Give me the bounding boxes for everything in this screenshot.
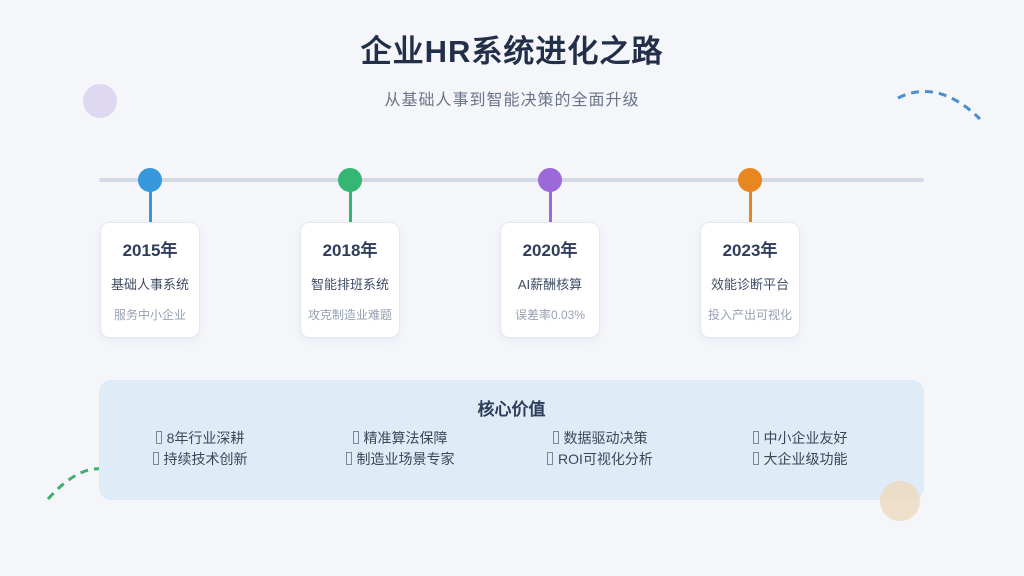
core-values-column-2: 精准算法保障 制造业场景专家 bbox=[300, 428, 500, 470]
decor-dashed-arc-bottom-left-icon bbox=[46, 467, 124, 500]
core-value-item: 制造业场景专家 bbox=[300, 449, 500, 470]
bullet-glyph-icon bbox=[152, 452, 159, 465]
core-value-item: ROI可视化分析 bbox=[500, 449, 700, 470]
core-value-item: 数据驱动决策 bbox=[500, 428, 700, 449]
milestone-card-4: 2023年 效能诊断平台 投入产出可视化 bbox=[700, 222, 800, 338]
bullet-glyph-icon bbox=[345, 452, 352, 465]
milestone-card-3: 2020年 AI薪酬核算 误差率0.03% bbox=[500, 222, 600, 338]
milestone-note: 攻克制造业难题 bbox=[307, 308, 392, 322]
core-values-panel: 核心价值 8年行业深耕 持续技术创新 精准算法保障 制造业场景专家 数据驱动决策… bbox=[99, 380, 924, 500]
timeline-line bbox=[99, 178, 924, 182]
core-value-item: 8年行业深耕 bbox=[100, 428, 300, 449]
core-value-item: 大企业级功能 bbox=[700, 449, 900, 470]
bullet-glyph-icon bbox=[752, 431, 759, 444]
decor-circle-peach-icon bbox=[880, 481, 920, 521]
milestone-name: AI薪酬核算 bbox=[517, 277, 583, 292]
core-value-item: 中小企业友好 bbox=[700, 428, 900, 449]
milestone-note: 服务中小企业 bbox=[113, 308, 186, 322]
bullet-glyph-icon bbox=[155, 431, 162, 444]
timeline-stem bbox=[148, 186, 152, 222]
milestone-year: 2020年 bbox=[522, 241, 578, 260]
core-values-column-1: 8年行业深耕 持续技术创新 bbox=[100, 428, 300, 470]
timeline-stem bbox=[748, 186, 752, 222]
milestone-year: 2018年 bbox=[322, 241, 378, 260]
core-value-item: 持续技术创新 bbox=[100, 449, 300, 470]
timeline-dot-icon bbox=[538, 168, 562, 192]
milestone-year: 2023年 bbox=[722, 241, 778, 260]
page-title: 企业HR系统进化之路 bbox=[360, 34, 664, 69]
milestone-note: 投入产出可视化 bbox=[707, 308, 792, 322]
core-values-column-4: 中小企业友好 大企业级功能 bbox=[700, 428, 900, 470]
timeline-dot-icon bbox=[338, 168, 362, 192]
milestone-card-2: 2018年 智能排班系统 攻克制造业难题 bbox=[300, 222, 400, 338]
decor-circle-lavender-icon bbox=[83, 84, 117, 118]
milestone-year: 2015年 bbox=[122, 241, 178, 260]
bullet-glyph-icon bbox=[547, 452, 554, 465]
timeline-dot-icon bbox=[738, 168, 762, 192]
bullet-glyph-icon bbox=[552, 431, 559, 444]
timeline-stem bbox=[348, 186, 352, 222]
bullet-glyph-icon bbox=[352, 431, 359, 444]
milestone-name: 基础人事系统 bbox=[110, 277, 189, 292]
core-values-column-3: 数据驱动决策 ROI可视化分析 bbox=[500, 428, 700, 470]
timeline-stem bbox=[548, 186, 552, 222]
milestone-note: 误差率0.03% bbox=[514, 308, 586, 322]
page-subtitle: 从基础人事到智能决策的全面升级 bbox=[384, 92, 640, 109]
milestone-name: 效能诊断平台 bbox=[710, 277, 789, 292]
bullet-glyph-icon bbox=[752, 452, 759, 465]
milestone-name: 智能排班系统 bbox=[310, 277, 389, 292]
milestone-card-1: 2015年 基础人事系统 服务中小企业 bbox=[100, 222, 200, 338]
core-value-item: 精准算法保障 bbox=[300, 428, 500, 449]
timeline-dot-icon bbox=[138, 168, 162, 192]
core-values-title: 核心价值 bbox=[477, 400, 546, 419]
